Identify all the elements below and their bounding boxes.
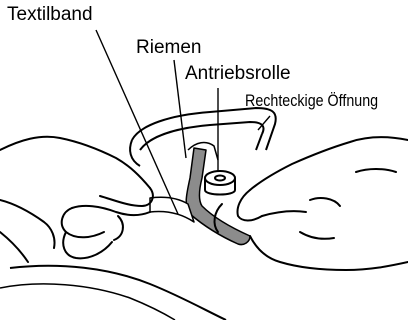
label-drive-roller: Antriebsrolle bbox=[185, 64, 291, 83]
drive-roller-shape bbox=[205, 171, 235, 195]
right-hand-outline bbox=[215, 137, 408, 270]
label-fabric-band: Textilband bbox=[7, 5, 93, 24]
label-rectangular-opening: Rechteckige Öffnung bbox=[245, 92, 378, 109]
housing-rim-curve bbox=[10, 266, 226, 320]
left-hand-outline bbox=[0, 137, 153, 262]
housing-rim-inner-curve bbox=[0, 284, 175, 320]
label-belt: Riemen bbox=[136, 38, 201, 57]
